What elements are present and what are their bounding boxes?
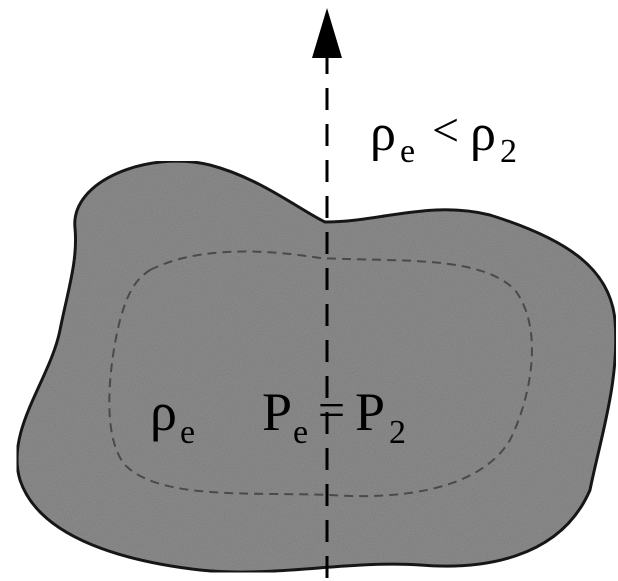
inner-rho-symbol: ρ xyxy=(150,382,177,442)
rho-2-symbol: ρ xyxy=(470,105,496,162)
pe-subscript: e xyxy=(293,414,308,451)
pressure-equality-label: P e = P 2 xyxy=(262,382,406,451)
fluid-parcel-blob xyxy=(15,159,618,574)
density-relation-label: ρ e < ρ 2 xyxy=(370,104,517,170)
equals-sign: = xyxy=(318,384,345,437)
p2-subscript: 2 xyxy=(389,414,406,451)
inner-density-label: ρ e xyxy=(150,382,195,451)
less-than-sign: < xyxy=(432,104,459,157)
up-arrow-icon xyxy=(312,8,342,58)
inner-dashed-boundary xyxy=(108,250,533,498)
p2-symbol: P xyxy=(355,382,385,442)
rho-e-subscript: e xyxy=(400,133,415,170)
inner-rho-subscript: e xyxy=(180,414,195,451)
rho-e-symbol: ρ xyxy=(370,105,396,162)
pe-symbol: P xyxy=(262,382,292,442)
rho-2-subscript: 2 xyxy=(500,133,517,170)
